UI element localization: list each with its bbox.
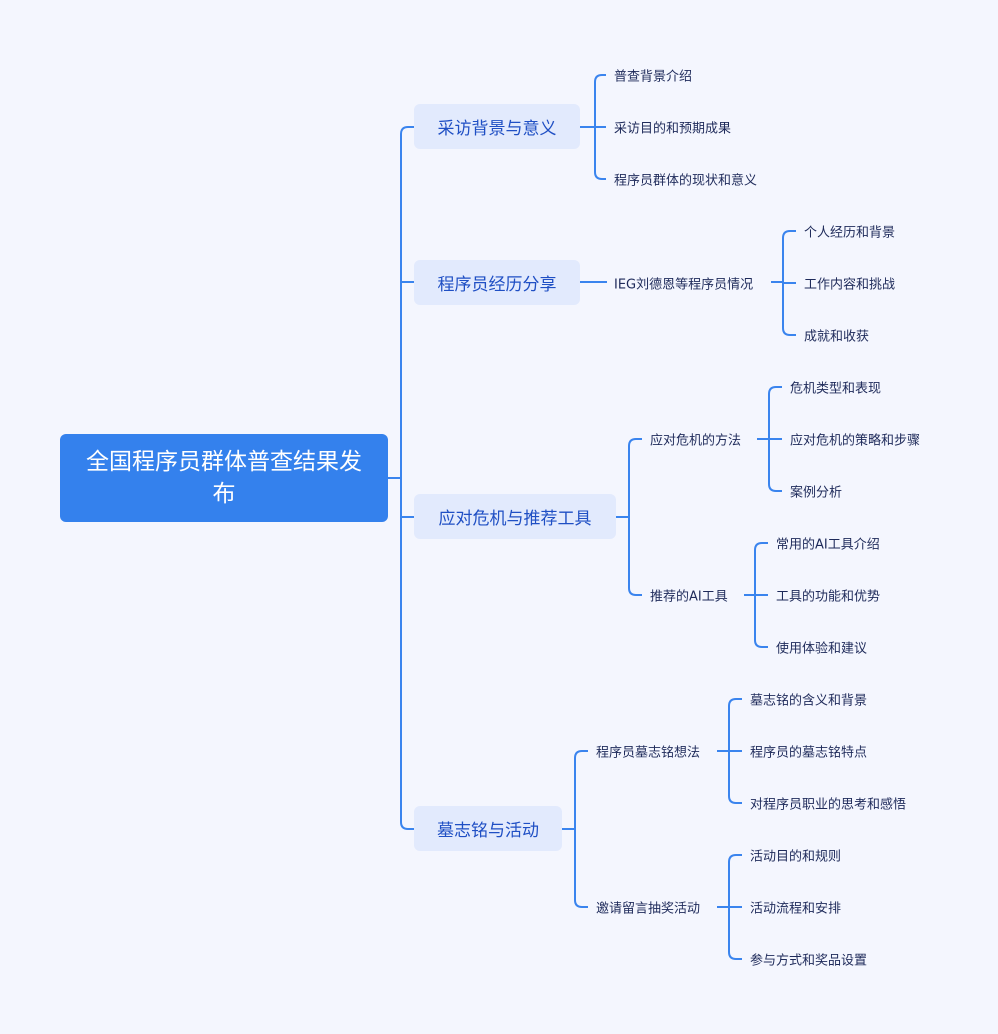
leaf-node[interactable]: 对程序员职业的思考和感悟: [750, 797, 907, 813]
sub-node[interactable]: 程序员墓志铭想法: [596, 745, 701, 761]
leaf-node[interactable]: 普查背景介绍: [614, 69, 693, 85]
leaf-node[interactable]: 常用的AI工具介绍: [776, 537, 880, 553]
leaf-node[interactable]: 工作内容和挑战: [804, 277, 896, 293]
leaf-node[interactable]: 参与方式和奖品设置: [750, 953, 868, 969]
leaf-node[interactable]: 活动目的和规则: [750, 849, 842, 865]
leaf-node[interactable]: 程序员的墓志铭特点: [750, 745, 868, 761]
leaf-node[interactable]: 活动流程和安排: [750, 901, 842, 917]
leaf-node[interactable]: 使用体验和建议: [776, 641, 868, 657]
branch-node-experience[interactable]: 程序员经历分享: [414, 260, 580, 305]
leaf-node[interactable]: 案例分析: [790, 485, 843, 501]
leaf-node[interactable]: 程序员群体的现状和意义: [614, 173, 758, 189]
leaf-node[interactable]: 危机类型和表现: [790, 381, 882, 397]
branch-node-background[interactable]: 采访背景与意义: [414, 104, 580, 149]
sub-node[interactable]: IEG刘德恩等程序员情况: [614, 277, 754, 293]
leaf-node[interactable]: 工具的功能和优势: [776, 589, 881, 605]
leaf-node[interactable]: 成就和收获: [804, 329, 870, 345]
sub-node[interactable]: 邀请留言抽奖活动: [596, 901, 701, 917]
root-node[interactable]: 全国程序员群体普查结果发布: [60, 434, 388, 522]
leaf-node[interactable]: 个人经历和背景: [804, 225, 896, 241]
leaf-node[interactable]: 墓志铭的含义和背景: [750, 693, 868, 709]
branch-node-epitaph-activity[interactable]: 墓志铭与活动: [414, 806, 562, 851]
connector-line: [628, 438, 642, 596]
branch-node-crisis-tools[interactable]: 应对危机与推荐工具: [414, 494, 616, 539]
connector-line: [400, 126, 414, 830]
leaf-node[interactable]: 采访目的和预期成果: [614, 121, 732, 137]
sub-node[interactable]: 应对危机的方法: [650, 433, 742, 449]
sub-node[interactable]: 推荐的AI工具: [650, 589, 728, 605]
leaf-node[interactable]: 应对危机的策略和步骤: [790, 433, 921, 449]
connector-line: [574, 750, 588, 908]
